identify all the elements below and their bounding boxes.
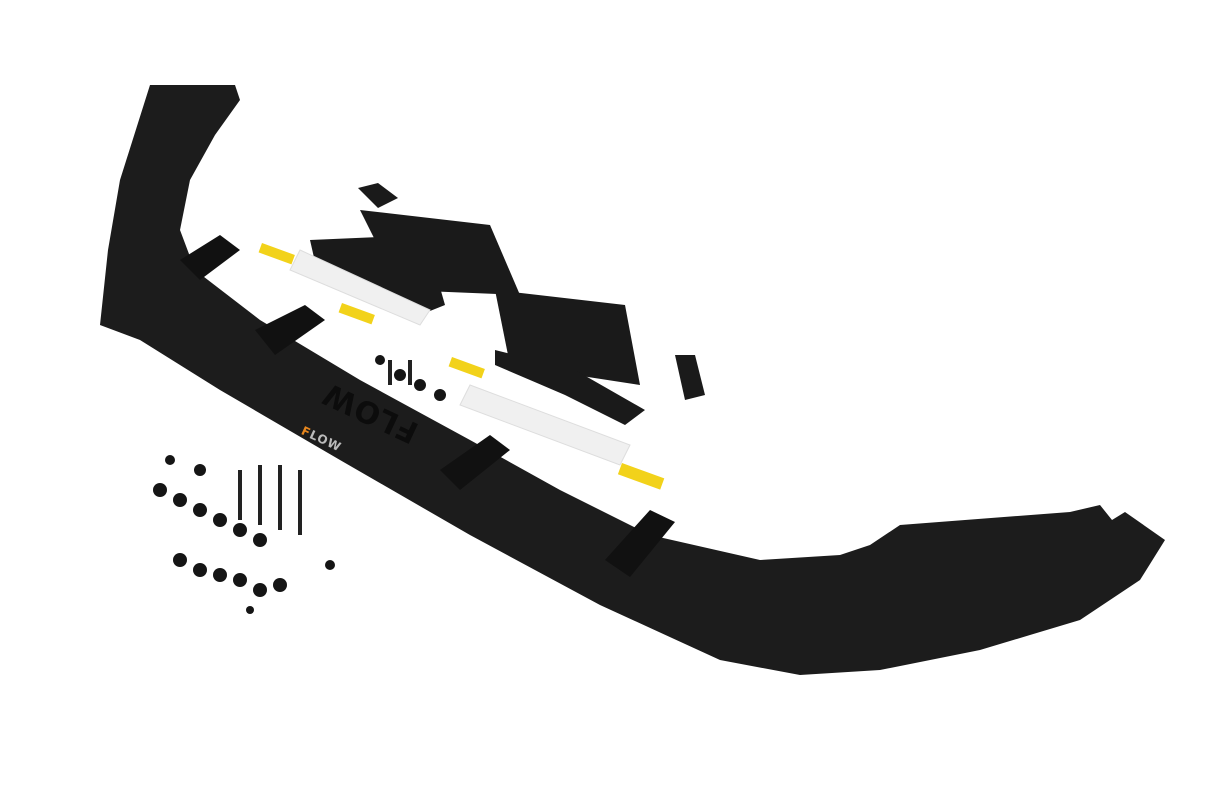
splitter-body	[100, 85, 1165, 675]
